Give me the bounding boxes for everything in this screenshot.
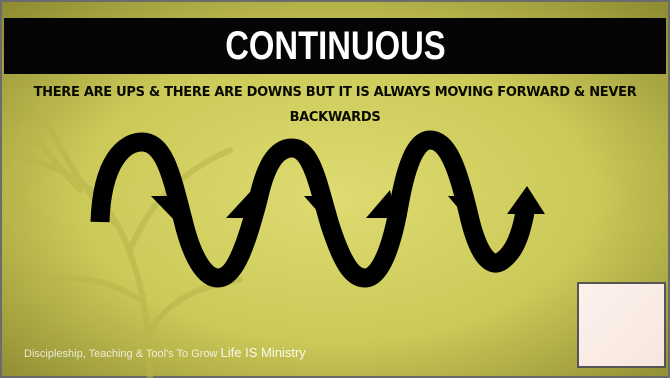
corner-square — [577, 282, 666, 368]
arrowhead-down-1 — [151, 196, 178, 222]
footer-brand: Life IS Ministry — [221, 345, 306, 360]
arrowhead-down-2 — [304, 196, 330, 222]
arrowheads — [151, 186, 545, 222]
arrowhead-end — [507, 186, 545, 214]
footer-tagline: Discipleship, Teaching & Tool's To Grow — [24, 348, 217, 360]
footer: Discipleship, Teaching & Tool's To Grow … — [24, 345, 306, 360]
